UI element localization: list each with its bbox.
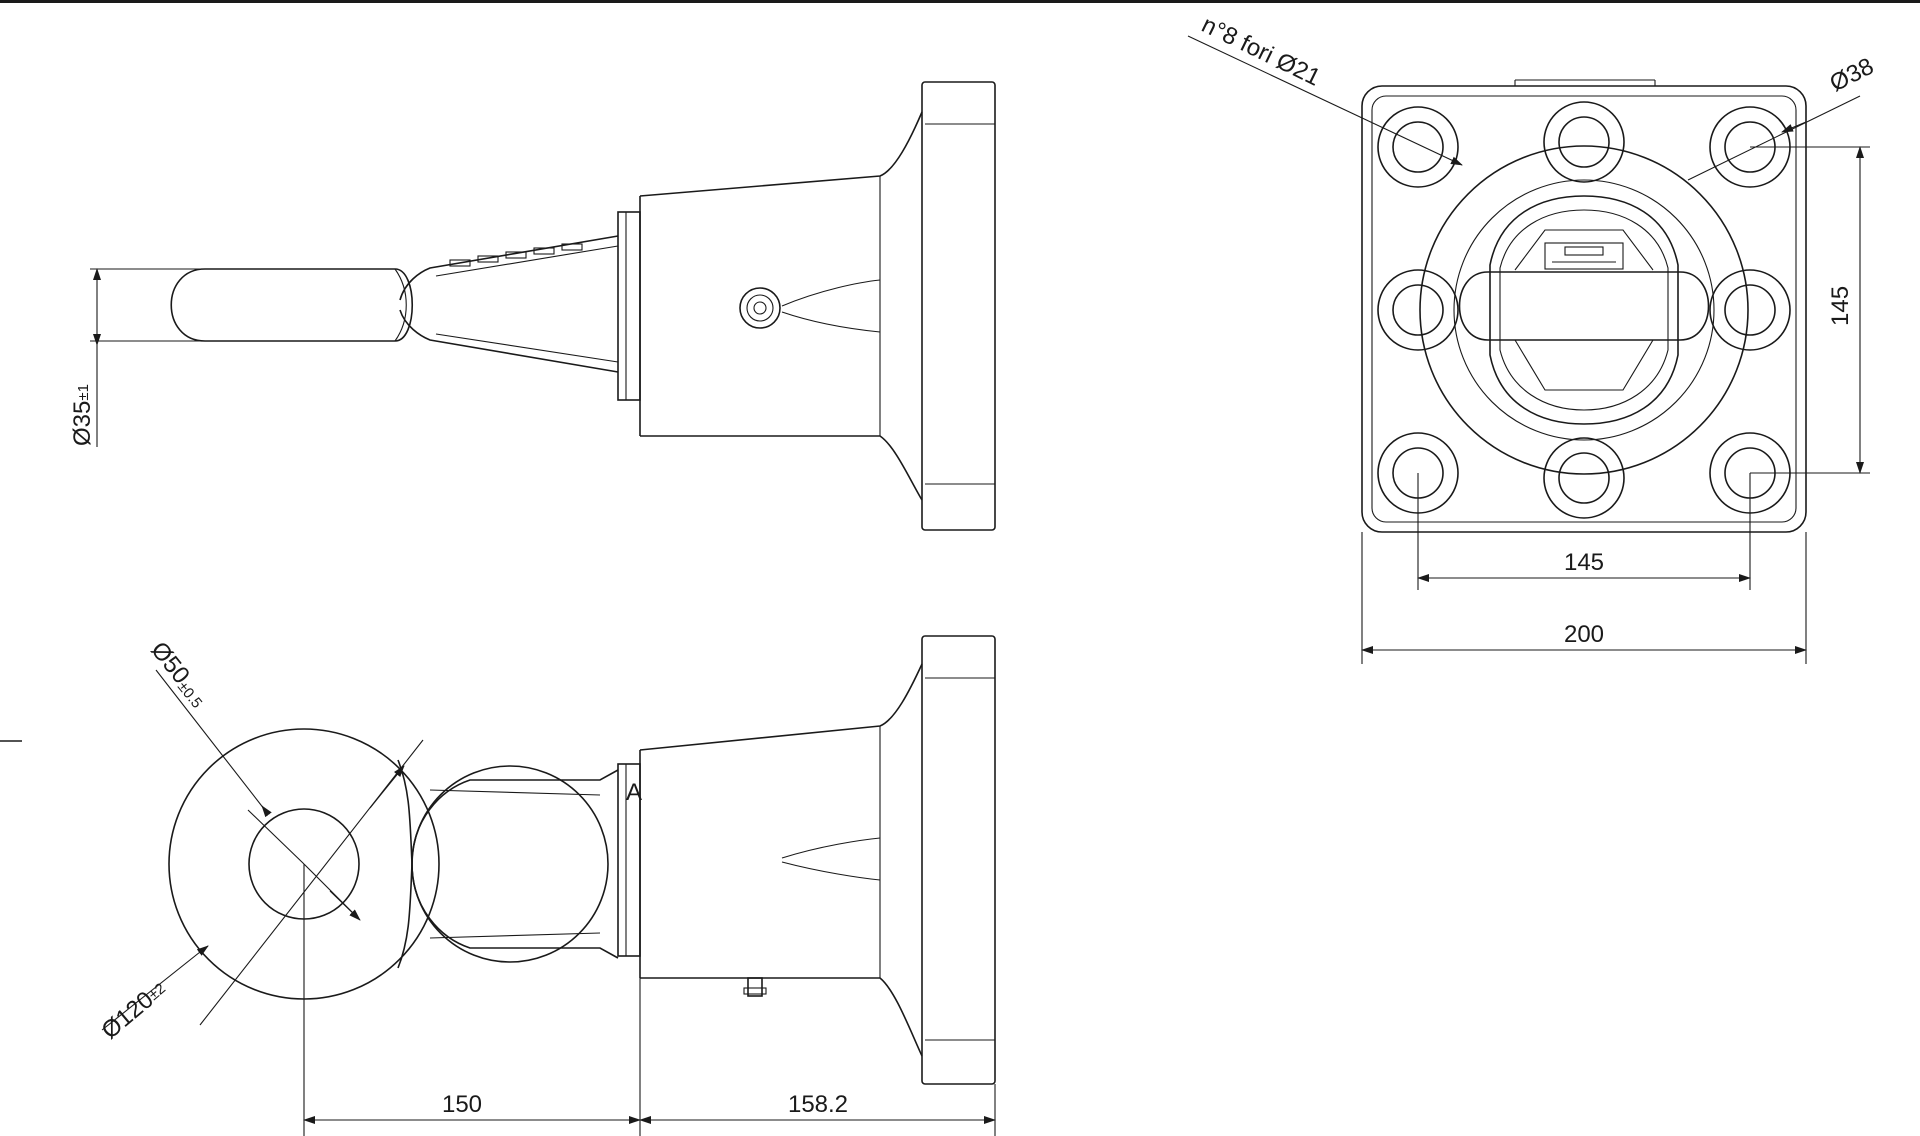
top-view: A Ø50±0.5 Ø120±2 <box>97 635 996 1136</box>
front-view: n°8 fori Ø21 Ø38 145 145 200 <box>1187 11 1878 664</box>
side-view: Ø35±1 <box>69 81 996 531</box>
length-eye-label: 150 <box>442 1091 482 1118</box>
length-body-label: 158.2 <box>788 1091 848 1118</box>
bolt-holes <box>1377 101 1791 519</box>
section-marker: A <box>626 779 642 806</box>
holes-note-label: n°8 fori Ø21 <box>1197 11 1324 92</box>
neck-bolt-markings <box>449 243 583 267</box>
grease-nipple <box>739 287 781 329</box>
horizontal-spacing-label: 145 <box>1564 549 1604 576</box>
vertical-spacing-label: 145 <box>1827 286 1854 326</box>
shank-diameter-label: Ø35±1 <box>69 384 96 446</box>
flange-width-label: 200 <box>1564 621 1604 648</box>
eye-outer-diameter-label: Ø120±2 <box>97 976 172 1045</box>
bottom-grease-nipple <box>747 977 763 997</box>
hole-diameter-label: Ø38 <box>1825 53 1878 98</box>
